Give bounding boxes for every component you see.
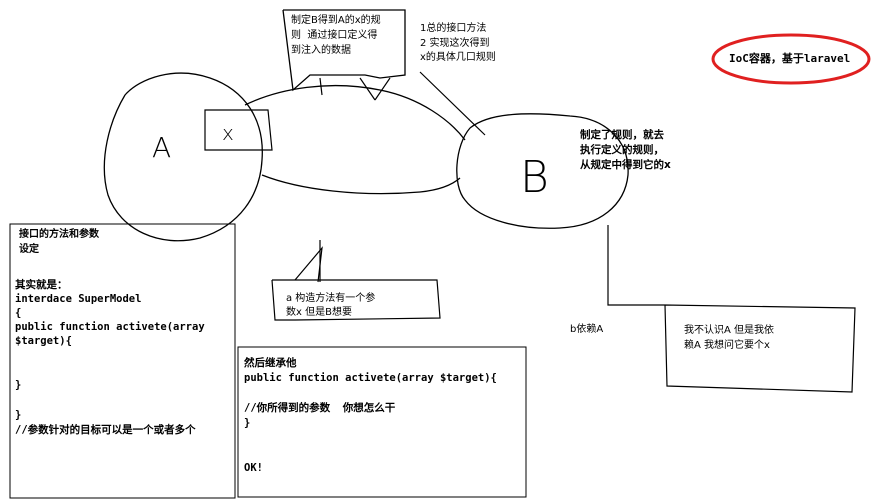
top-box-line: 则 通过接口定义得 xyxy=(291,30,378,41)
a-note-pointer xyxy=(294,246,323,283)
letter-b: B xyxy=(520,152,549,203)
letter-x: x xyxy=(222,121,234,145)
code-left-line: } xyxy=(15,379,22,391)
top-pointer2 xyxy=(319,77,323,96)
b-note-line: 从规定中得到它的x xyxy=(580,159,671,171)
b-depends-label: b依赖A xyxy=(570,324,604,335)
depends-note-line: 我不认识A 但是我依 xyxy=(684,325,775,336)
code-left-frame xyxy=(9,223,236,499)
code-left-line: 其实就是： xyxy=(15,279,68,291)
ioc-ellipse xyxy=(711,33,871,85)
a-note-line: a 构造方法有一个参 xyxy=(286,293,376,304)
top-box-line: 到注入的数据 xyxy=(291,45,351,56)
b-note-line: 制定了规则，就去 xyxy=(580,129,664,141)
inner-box xyxy=(204,109,273,151)
code-left-line: { xyxy=(15,307,22,319)
letter-a: A xyxy=(152,131,172,164)
code-left-line: } xyxy=(15,409,22,421)
a-note-box xyxy=(271,279,441,321)
note-link xyxy=(419,71,486,136)
code-left-line: //参数针对的目标可以是一个或者多个 xyxy=(15,424,196,436)
code-left-heading: 接口的方法和参数 xyxy=(19,229,99,240)
code-left-line: public function activete(array xyxy=(15,321,205,333)
interface-note-line: 2 实现这次得到 xyxy=(420,38,490,49)
code-right-line: public function activete(array $target){ xyxy=(244,372,497,384)
code-left-heading: 设定 xyxy=(19,244,39,255)
depends-box xyxy=(664,304,856,393)
depends-note-line: 赖A 我想问它要个x xyxy=(684,340,770,351)
top-pointer xyxy=(359,77,391,101)
interface-note-line: 1总的接口方法 xyxy=(420,23,487,34)
code-left-line: $target){ xyxy=(15,335,72,347)
blob-a xyxy=(103,72,263,242)
code-right-line: 然后继承他 xyxy=(244,357,297,369)
ioc-label: IoC容器，基于laravel xyxy=(729,52,851,65)
code-right-line: OK! xyxy=(244,462,263,474)
code-right-line: //你所得到的参数 你想怎么干 xyxy=(244,402,396,414)
code-right-frame xyxy=(237,346,527,498)
code-right-line: } xyxy=(244,417,251,429)
b-dep-line xyxy=(607,225,665,306)
b-note-line: 执行定义的规则， xyxy=(580,144,664,156)
link-body xyxy=(244,85,466,195)
a-note-line: 数x 但是B想要 xyxy=(286,307,352,318)
top-box xyxy=(282,9,406,92)
code-left-line: interdace SuperModel xyxy=(15,293,142,305)
interface-note-line: x的具体几口规则 xyxy=(420,52,496,63)
blob-b xyxy=(456,113,629,229)
top-box-line: 制定B得到A的x的规 xyxy=(291,15,381,26)
